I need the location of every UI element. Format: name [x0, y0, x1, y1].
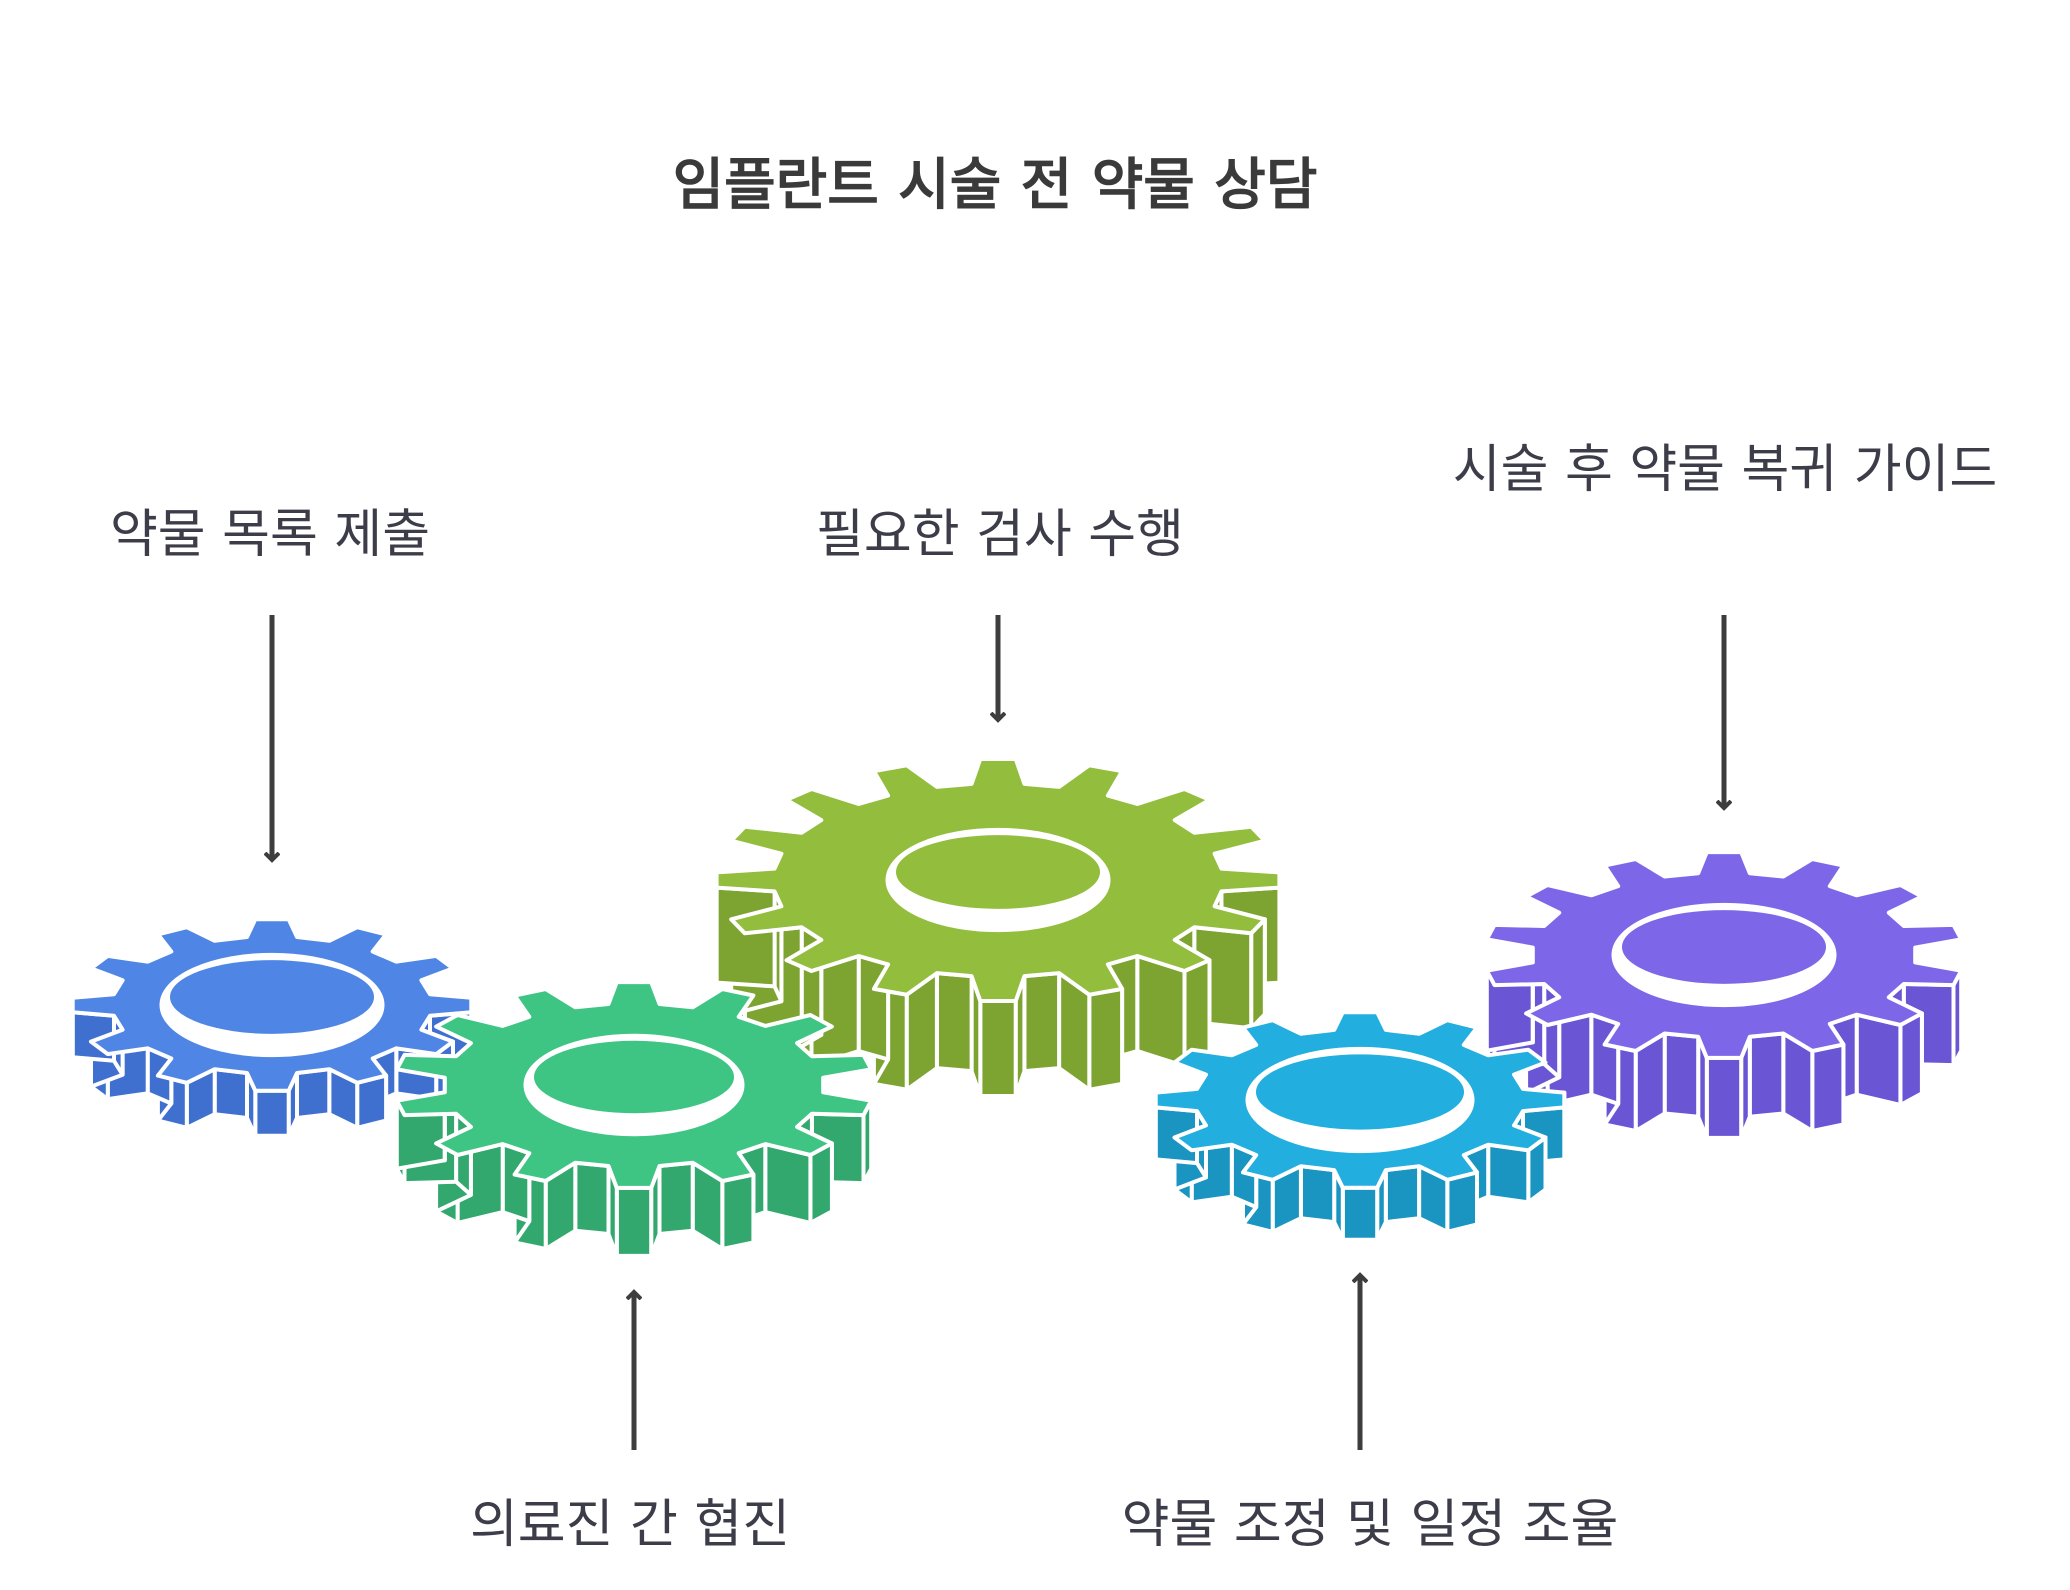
- gear-hole-inner: [534, 1040, 734, 1114]
- gear-side-face: [1810, 1042, 1846, 1133]
- gear-3: [714, 757, 1282, 1098]
- gear-side-face: [1854, 1012, 1903, 1107]
- gear-hole-ring: [885, 827, 1111, 933]
- step-label-3: 필요한 검사 수행: [816, 505, 1184, 565]
- step-label-1: 약물 목록 제출: [109, 505, 431, 565]
- gear-2: [394, 980, 874, 1258]
- gear-side-face: [763, 1142, 813, 1225]
- gear-side-face: [714, 885, 777, 989]
- gear-side-face: [1486, 1142, 1531, 1205]
- step-label-2: 의료진 간 협진: [469, 1495, 791, 1555]
- gear-hole-ring: [523, 1033, 745, 1137]
- diagram-title: 임플란트 시술 전 약물 상담: [672, 153, 1318, 218]
- gear-hole-inner: [896, 835, 1100, 909]
- gear-side-face: [614, 1185, 654, 1258]
- gear-side-face: [212, 1067, 249, 1120]
- gear-side-face: [1135, 954, 1187, 1068]
- gear-hole-ring: [159, 952, 385, 1058]
- gear-side-face: [295, 1067, 332, 1120]
- gear-side-face: [1662, 1031, 1701, 1119]
- gear-hole-inner: [1256, 1054, 1464, 1130]
- gear-side-face: [1087, 986, 1125, 1092]
- gear-side-face: [573, 1160, 611, 1236]
- gear-side-face: [1445, 1170, 1479, 1234]
- gear-side-face: [1704, 1055, 1744, 1140]
- gear-side-face: [978, 999, 1018, 1098]
- gear-side-face: [1298, 1164, 1337, 1225]
- gear-hole-ring: [1245, 1046, 1475, 1154]
- step-label-5: 시술 후 약물 복귀 가이드: [1452, 440, 1998, 500]
- gear-side-face: [1747, 1031, 1786, 1119]
- gear-side-face: [1022, 971, 1062, 1074]
- step-label-4: 약물 조정 및 일정 조율: [1121, 1495, 1619, 1555]
- gear-hole-inner: [1622, 910, 1826, 984]
- gear-hole-inner: [170, 960, 374, 1034]
- gear-side-face: [720, 1172, 756, 1251]
- gear-side-face: [657, 1160, 695, 1236]
- gear-side-face: [1249, 917, 1267, 1031]
- gear-side-face: [1340, 1185, 1380, 1242]
- gear-side-face: [934, 971, 974, 1074]
- gear-side-face: [253, 1088, 291, 1138]
- gear-hole-ring: [1611, 902, 1837, 1008]
- gear-side-face: [1383, 1164, 1422, 1225]
- gear-side-face: [1898, 1011, 1924, 1107]
- gear-4: [1153, 1010, 1567, 1242]
